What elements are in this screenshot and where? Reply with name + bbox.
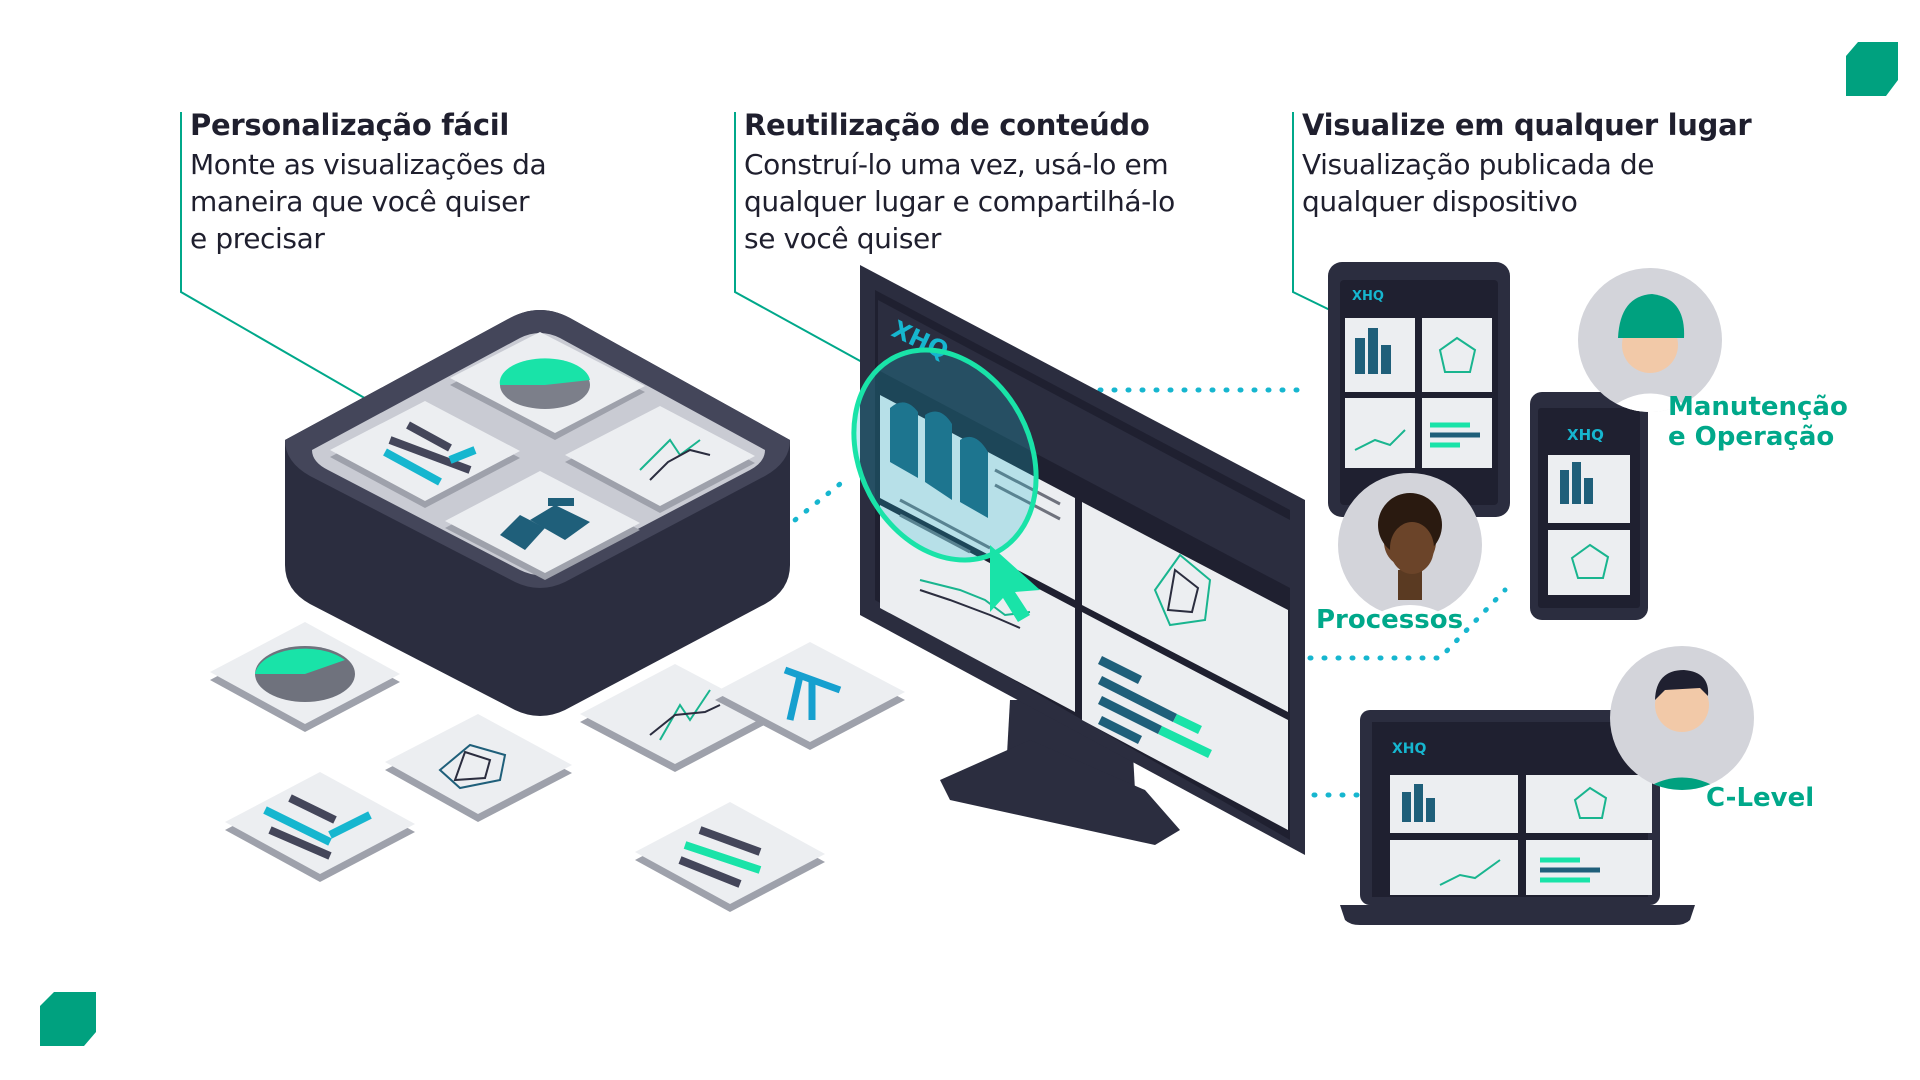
avatar-maintenance <box>1578 268 1722 412</box>
phone-logo: XHQ <box>1567 426 1604 444</box>
feature-desc-line: maneira que você quiser <box>190 185 530 218</box>
laptop-logo: XHQ <box>1392 741 1427 757</box>
feature-visualize: Visualize em qualquer lugar Visualização… <box>1302 108 1752 220</box>
role-label-line: e Operação <box>1668 422 1835 452</box>
role-manutencao: Manutenção e Operação <box>1668 392 1848 452</box>
radar-chart-icon <box>1153 553 1212 627</box>
avatar-clevel <box>1610 646 1754 790</box>
feature-title: Personalização fácil <box>190 108 509 142</box>
factory-icon <box>1355 328 1391 374</box>
feature-desc-line: Construí-lo uma vez, usá-lo em <box>744 148 1169 181</box>
feature-title: Visualize em qualquer lugar <box>1302 108 1752 142</box>
line-chart-icon <box>1354 429 1406 451</box>
tray-tile-factory <box>445 471 640 580</box>
pumpjack-icon <box>783 666 842 721</box>
feature-desc-line: se você quiser <box>744 222 941 255</box>
feature-personalizacao: Personalização fácil Monte as visualizaç… <box>190 108 547 257</box>
feature-desc-line: e precisar <box>190 222 325 255</box>
leader-line-3 <box>1292 112 1331 311</box>
line-chart-icon <box>1439 859 1501 886</box>
corner-decoration-top <box>1846 42 1898 96</box>
radar-chart-icon <box>1438 336 1477 373</box>
radar-chart-icon <box>438 743 507 790</box>
feature-reutilizacao: Reutilização de conteúdo Construí-lo uma… <box>744 108 1175 257</box>
radar-chart-icon <box>1570 543 1610 579</box>
floating-tile-radar <box>385 714 572 822</box>
floating-tile-pumpjack <box>715 642 905 750</box>
factory-icon <box>1402 784 1435 822</box>
factory-icon <box>1560 462 1593 504</box>
bar-chart-icon <box>678 826 762 888</box>
role-label-line: Manutenção <box>1668 392 1848 422</box>
floating-tile-pie <box>210 622 400 732</box>
leader-line-1 <box>180 112 369 401</box>
laptop-device: XHQ <box>1340 710 1695 925</box>
factory-icon <box>890 402 988 518</box>
cursor-icon <box>990 545 1040 622</box>
desktop-monitor: XHQ <box>851 265 1305 855</box>
radar-chart-icon <box>1573 786 1608 819</box>
bar-chart-icon <box>1097 655 1212 759</box>
avatar-processes <box>1338 473 1482 617</box>
role-processos: Processos <box>1316 605 1464 635</box>
phone-device: XHQ <box>1530 392 1648 620</box>
feature-desc-line: qualquer dispositivo <box>1302 185 1578 218</box>
role-clevel: C-Level <box>1706 783 1815 813</box>
widget-tray <box>285 310 790 716</box>
tray-tile-bars <box>330 401 520 508</box>
feature-desc-line: Monte as visualizações da <box>190 148 547 181</box>
tablet-logo: XHQ <box>1352 289 1384 304</box>
tablet-device: XHQ <box>1328 262 1510 517</box>
floating-tile-bars-2 <box>635 802 825 912</box>
line-chart-icon <box>659 689 711 741</box>
corner-decoration-bottom <box>40 992 96 1046</box>
floating-tile-bars <box>225 772 415 882</box>
bar-chart-icon <box>263 794 372 860</box>
leader-line-2 <box>734 112 863 363</box>
factory-icon <box>500 498 590 550</box>
tray-tile-pie <box>450 332 645 440</box>
tray-tile-line <box>565 406 755 513</box>
line-chart-icon <box>639 438 701 471</box>
feature-desc-line: Visualização publicada de <box>1302 148 1655 181</box>
feature-desc-line: qualquer lugar e compartilhá-lo <box>744 185 1175 218</box>
bar-chart-icon <box>383 421 477 486</box>
feature-title: Reutilização de conteúdo <box>744 108 1150 142</box>
